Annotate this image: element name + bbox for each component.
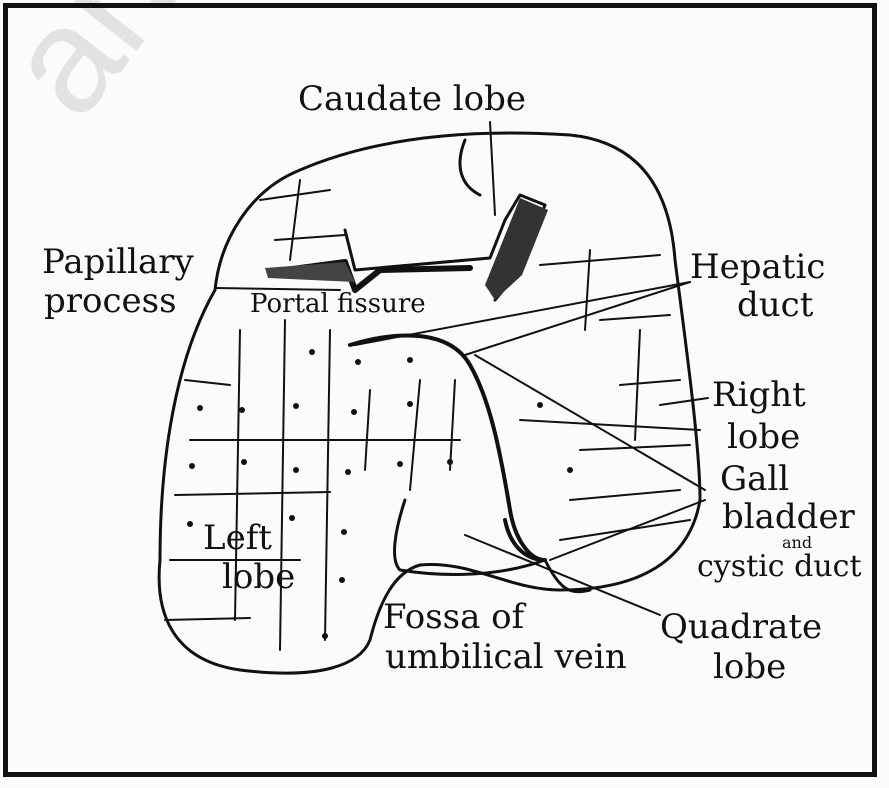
caudate-notch <box>460 140 480 195</box>
leader-caudate <box>490 122 495 215</box>
gall-bladder <box>350 335 545 560</box>
label-gall: Gall <box>720 462 789 496</box>
label-right: Right <box>712 378 806 412</box>
label-umbilical: umbilical vein <box>385 640 627 674</box>
shading-fissure <box>265 262 355 282</box>
label-left-lobe: lobe <box>222 560 295 594</box>
label-duct: duct <box>737 288 813 322</box>
label-quadrate-lobe: lobe <box>713 650 786 684</box>
label-hepatic: Hepatic <box>690 250 825 284</box>
label-caudate-lobe: Caudate lobe <box>298 82 526 116</box>
label-fossa: Fossa of <box>383 600 524 634</box>
leader-gall-2 <box>550 500 705 560</box>
label-quadrate: Quadrate <box>660 610 822 644</box>
label-papillary: Papillary <box>42 245 194 279</box>
label-left: Left <box>203 521 272 555</box>
label-cystic-duct: cystic duct <box>697 552 862 582</box>
label-right-lobe: lobe <box>727 420 800 454</box>
leader-gall-1 <box>475 355 705 490</box>
label-bladder: bladder <box>722 500 855 534</box>
leader-right-lobe <box>660 398 708 405</box>
label-portal-fissure: Portal fissure <box>250 291 426 317</box>
label-process: process <box>44 284 177 318</box>
